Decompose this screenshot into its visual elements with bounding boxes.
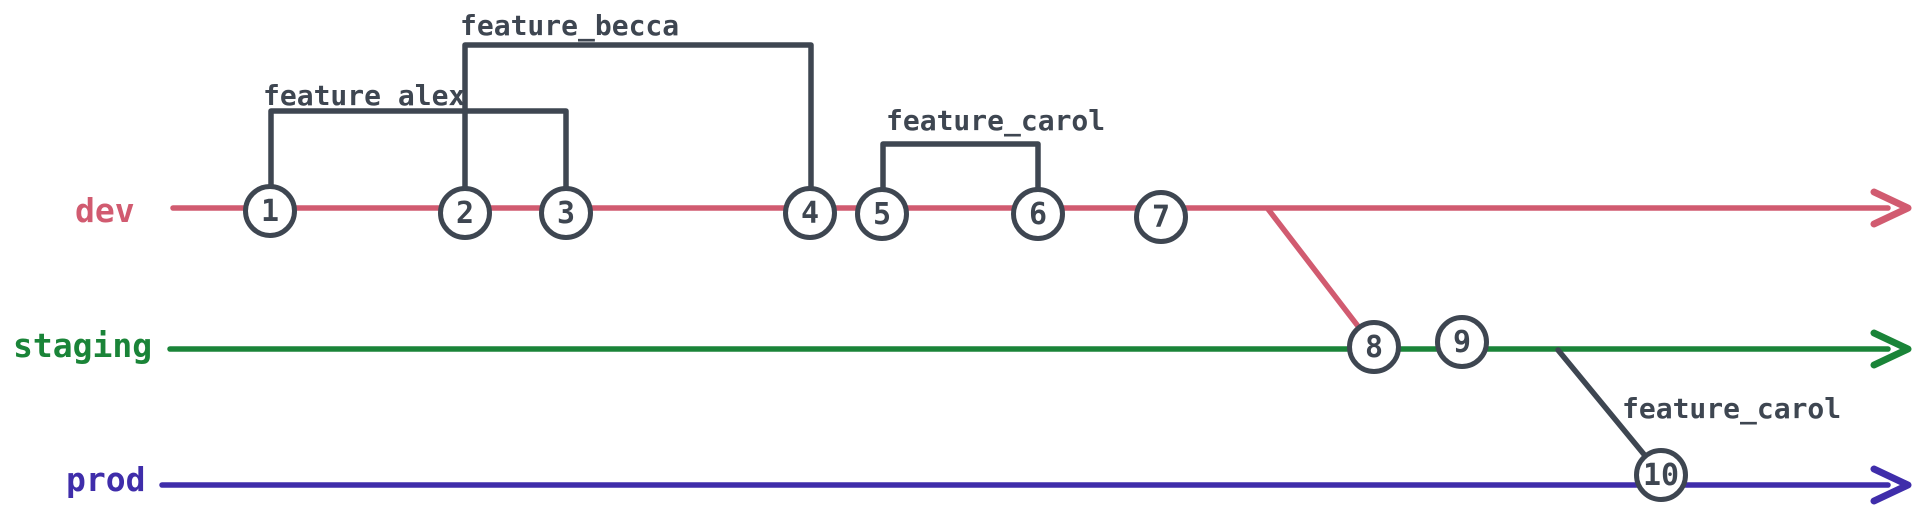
feature-carol-bracket [880,141,1041,216]
commit-node-6: 6 [1011,187,1065,241]
commit-node-7: 7 [1134,190,1188,244]
commit-node-9: 9 [1435,315,1489,369]
prod-arrowhead-icon [1870,465,1912,505]
feature-label-carol-dev: feature_carol [886,104,1106,137]
branch-label-prod: prod [66,460,146,499]
commit-node-5: 5 [855,187,909,241]
branch-label-dev: dev [75,191,135,230]
feature-label-becca: feature_becca [460,9,680,42]
feature-label-alex: feature_alex [263,79,466,112]
feature-becca-bracket [462,42,814,216]
branch-label-staging: staging [13,326,153,365]
commit-node-10: 10 [1634,448,1688,502]
dev-arrowhead-icon [1870,188,1912,228]
commit-node-3: 3 [539,186,593,240]
commit-node-8: 8 [1347,320,1401,374]
commit-node-4: 4 [783,186,837,240]
commit-node-1: 1 [243,184,297,238]
feature-alex-bracket [268,108,569,216]
commit-node-2: 2 [438,186,492,240]
staging-arrowhead-icon [1870,329,1912,369]
dev-to-staging-merge-line [1265,206,1377,350]
feature-label-carol-prod: feature_carol [1622,392,1842,425]
